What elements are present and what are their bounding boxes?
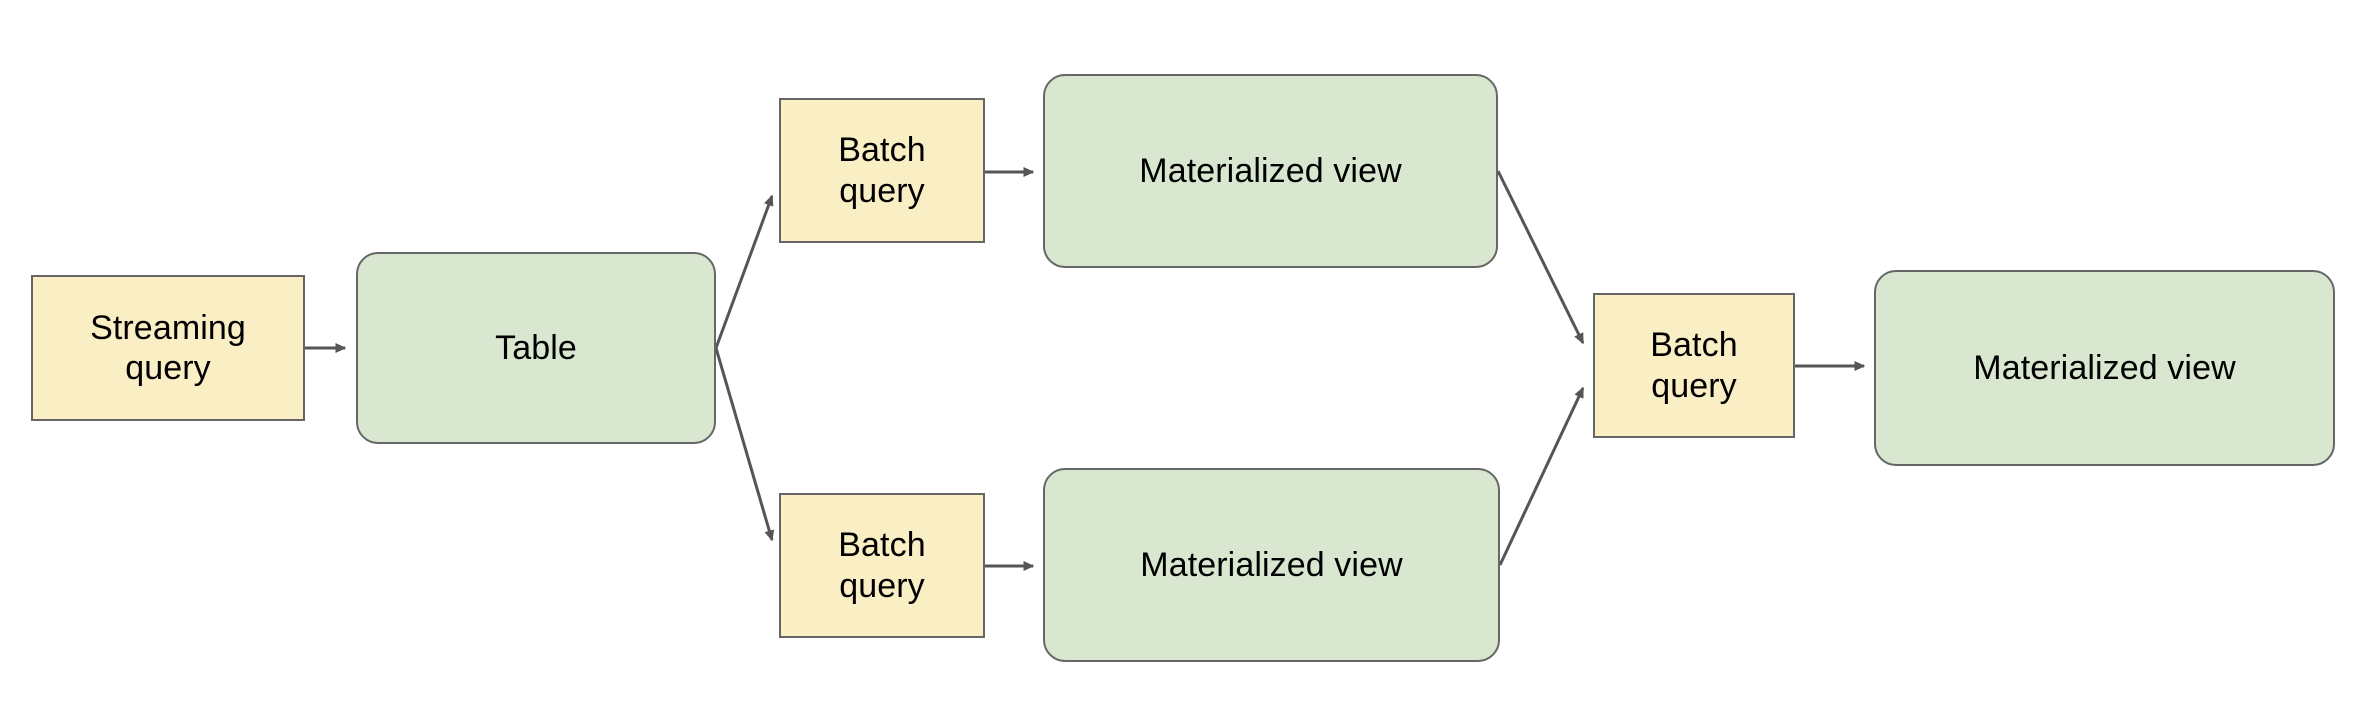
node-batch-query-top-label: Batch query bbox=[838, 131, 926, 210]
node-table-label: Table bbox=[495, 328, 577, 367]
edge-table-to-batch-top bbox=[714, 194, 774, 349]
node-materialized-view-final[interactable]: Materialized view bbox=[1874, 270, 2335, 466]
edge-table-to-batch-bottom bbox=[714, 347, 775, 542]
node-batch-query-merge-label: Batch query bbox=[1650, 326, 1738, 405]
edge-mv-top-to-batch-merge bbox=[1496, 170, 1585, 345]
node-batch-query-top[interactable]: Batch query bbox=[779, 98, 985, 243]
node-materialized-view-top-label: Materialized view bbox=[1139, 151, 1402, 190]
node-batch-query-bottom-label: Batch query bbox=[838, 526, 926, 605]
node-table[interactable]: Table bbox=[356, 252, 716, 444]
node-materialized-view-bottom-label: Materialized view bbox=[1140, 545, 1403, 584]
node-streaming-query[interactable]: Streaming query bbox=[31, 275, 305, 421]
node-batch-query-bottom[interactable]: Batch query bbox=[779, 493, 985, 638]
node-materialized-view-top[interactable]: Materialized view bbox=[1043, 74, 1498, 268]
node-batch-query-merge[interactable]: Batch query bbox=[1593, 293, 1795, 438]
node-streaming-query-label: Streaming query bbox=[90, 308, 246, 387]
node-materialized-view-final-label: Materialized view bbox=[1973, 348, 2236, 387]
edge-mv-bottom-to-batch-merge bbox=[1498, 386, 1585, 566]
node-materialized-view-bottom[interactable]: Materialized view bbox=[1043, 468, 1500, 662]
